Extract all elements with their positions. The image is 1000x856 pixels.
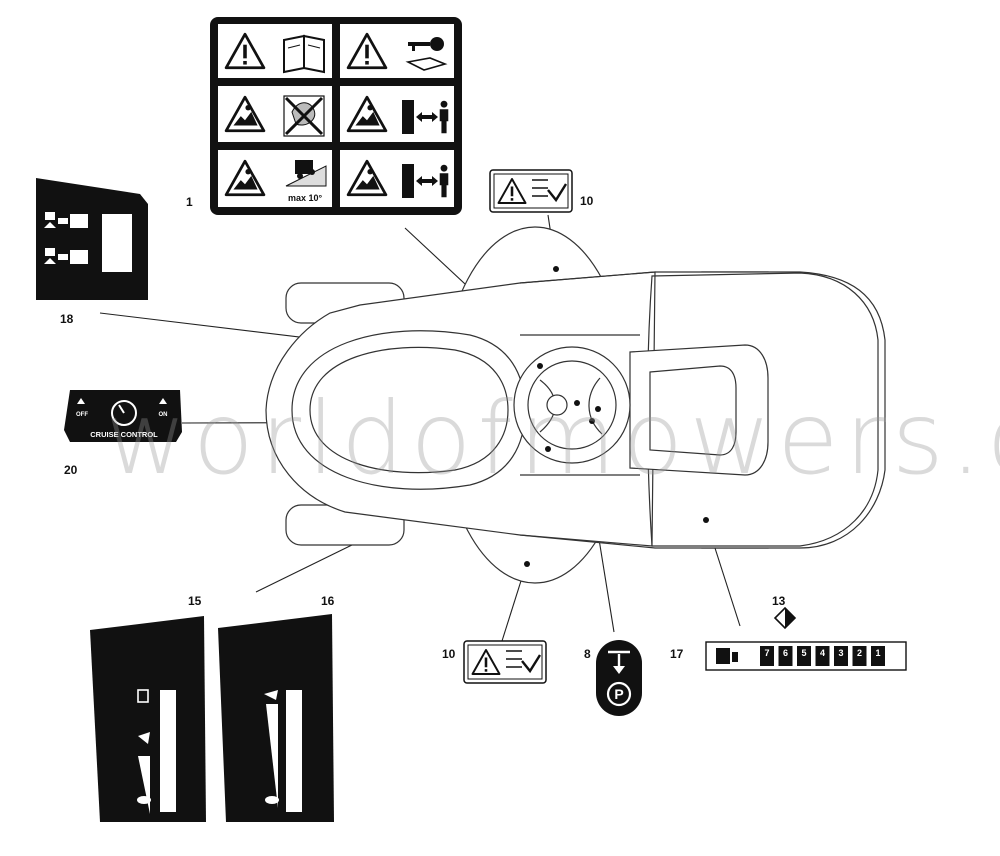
gear-number: 6 — [783, 648, 788, 658]
safe-distance-icon — [402, 100, 449, 134]
key-icon — [405, 37, 448, 71]
gear-box-2 — [852, 646, 867, 666]
cruise-on-label: ON — [159, 412, 168, 418]
decal-1-safety-label: max 10° — [210, 17, 462, 215]
label-17: 17 — [670, 647, 684, 661]
mower-outline — [265, 226, 886, 584]
gear-box-3 — [834, 646, 848, 666]
label-18: 18 — [60, 312, 74, 326]
decal-16-speed-panel — [218, 614, 334, 822]
slope-max-icon: max 10° — [285, 160, 327, 203]
deck-lever-icon — [532, 179, 568, 203]
cruise-gauge-icon — [111, 400, 137, 426]
gear-box-7 — [760, 646, 774, 666]
deck-lever-icon — [506, 650, 542, 674]
gear-number: 4 — [820, 648, 825, 658]
decal-10-bottom — [463, 640, 547, 684]
gear-icon — [716, 648, 738, 664]
hare-icon — [138, 732, 150, 744]
label-8: 8 — [584, 647, 591, 661]
manual-book-icon — [283, 34, 325, 74]
cruise-off-label: OFF — [76, 412, 88, 418]
decal-18 — [36, 178, 148, 300]
reference-dots — [524, 266, 709, 567]
tortoise-icon — [265, 796, 279, 804]
park-letter: P — [614, 686, 623, 702]
label-10-bottom: 10 — [442, 647, 456, 661]
lift-lever-icon — [44, 212, 88, 264]
gear-numbers: 7 6 5 4 3 2 1 — [760, 646, 885, 666]
label-13: 13 — [772, 594, 786, 608]
gear-box-6 — [778, 646, 793, 666]
safe-distance-icon — [402, 164, 449, 198]
decal-17-gear-strip: 7 6 5 4 3 2 1 — [705, 641, 907, 671]
gear-box-4 — [815, 646, 830, 666]
steering-hub — [546, 394, 568, 416]
decal-20-cruise-control: OFF ON CRUISE CONTROL — [64, 390, 182, 442]
decal-10-top — [489, 169, 573, 213]
gear-number: 1 — [875, 648, 880, 658]
gear-box-5 — [797, 646, 811, 666]
hare-icon — [264, 690, 278, 700]
decal-13-diamond — [773, 606, 797, 630]
slope-text: max 10° — [288, 193, 323, 203]
gear-number: 3 — [838, 648, 843, 658]
decal-15-speed-panel — [90, 616, 206, 822]
label-15: 15 — [188, 594, 202, 608]
neutral-icon — [137, 689, 149, 703]
cruise-title: CRUISE CONTROL — [90, 430, 158, 439]
tortoise-icon — [137, 796, 151, 804]
label-10-top: 10 — [580, 194, 594, 208]
gear-number: 5 — [801, 648, 806, 658]
label-1: 1 — [186, 195, 193, 209]
label-16: 16 — [321, 594, 335, 608]
park-brake-icon — [606, 681, 632, 707]
decal-8-park-brake: P — [596, 640, 642, 716]
gear-number: 7 — [764, 648, 769, 658]
gear-number: 2 — [857, 648, 862, 658]
gear-box-1 — [871, 646, 885, 666]
no-passenger-icon — [283, 95, 325, 137]
arrow-down-icon — [613, 666, 625, 674]
label-20: 20 — [64, 463, 78, 477]
